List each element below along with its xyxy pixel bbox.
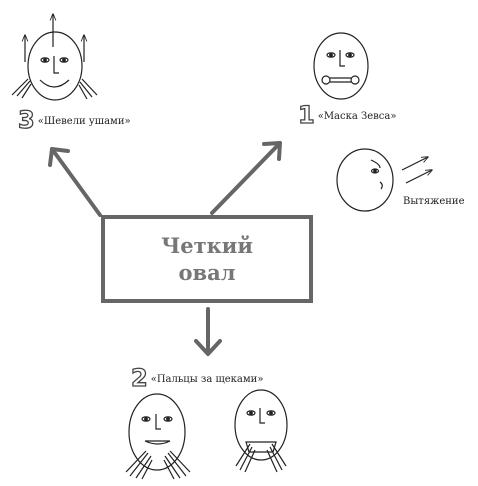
- smile: [39, 79, 70, 88]
- face-exercise-3: [11, 14, 98, 101]
- nose: [370, 159, 381, 169]
- mouth-stick: [321, 75, 360, 85]
- face-stretch: [336, 148, 432, 212]
- left-hand: [125, 450, 153, 480]
- left-hand: [235, 443, 256, 473]
- center-title-line2: овал: [178, 260, 236, 285]
- exercise-1-number: 1: [297, 100, 315, 129]
- face-exercise-2-right: [234, 389, 288, 473]
- exercise-3-number: 3: [17, 105, 35, 134]
- arrow-to-exercise-3: [48, 147, 102, 217]
- nose: [53, 56, 59, 74]
- right-hand: [78, 78, 98, 100]
- exercise-2-number: 2: [130, 363, 148, 392]
- left-eye: [326, 52, 336, 58]
- nose: [339, 50, 345, 67]
- exercise-2-label: 2«Пальцы за щеками»: [130, 363, 264, 392]
- left-eye: [141, 416, 151, 422]
- exercise-2-title: «Пальцы за щеками»: [150, 374, 264, 385]
- left-hand: [11, 78, 32, 99]
- arrow-to-exercise-2: [194, 307, 222, 356]
- main-arrows: [48, 141, 282, 356]
- mouth: [379, 181, 383, 190]
- exercise-1-title: «Маска Зевса»: [317, 111, 397, 122]
- left-eye: [246, 410, 256, 416]
- exercise-1-label: 1«Маска Зевса»: [297, 100, 397, 129]
- right-hand: [266, 443, 287, 473]
- nose: [259, 408, 265, 424]
- right-eye: [59, 57, 69, 63]
- face-exercise-2-left: [125, 393, 191, 480]
- center-title-line1: Четкий: [161, 232, 253, 258]
- exercise-3-title: «Шевели ушами»: [37, 116, 131, 127]
- mouth: [144, 440, 171, 445]
- right-eye: [266, 410, 276, 416]
- center-box: Четкий овал: [101, 215, 313, 303]
- arrow-to-exercise-1: [210, 141, 282, 215]
- right-hand: [163, 450, 191, 480]
- face-exercise-1: [313, 32, 369, 100]
- nose: [155, 414, 161, 430]
- left-eye: [40, 57, 50, 63]
- right-eye: [345, 52, 355, 58]
- exercise-3-label: 3«Шевели ушами»: [17, 105, 131, 134]
- stretch-label: Вытяжение: [403, 196, 465, 207]
- eye: [370, 168, 380, 174]
- right-eye: [163, 416, 173, 422]
